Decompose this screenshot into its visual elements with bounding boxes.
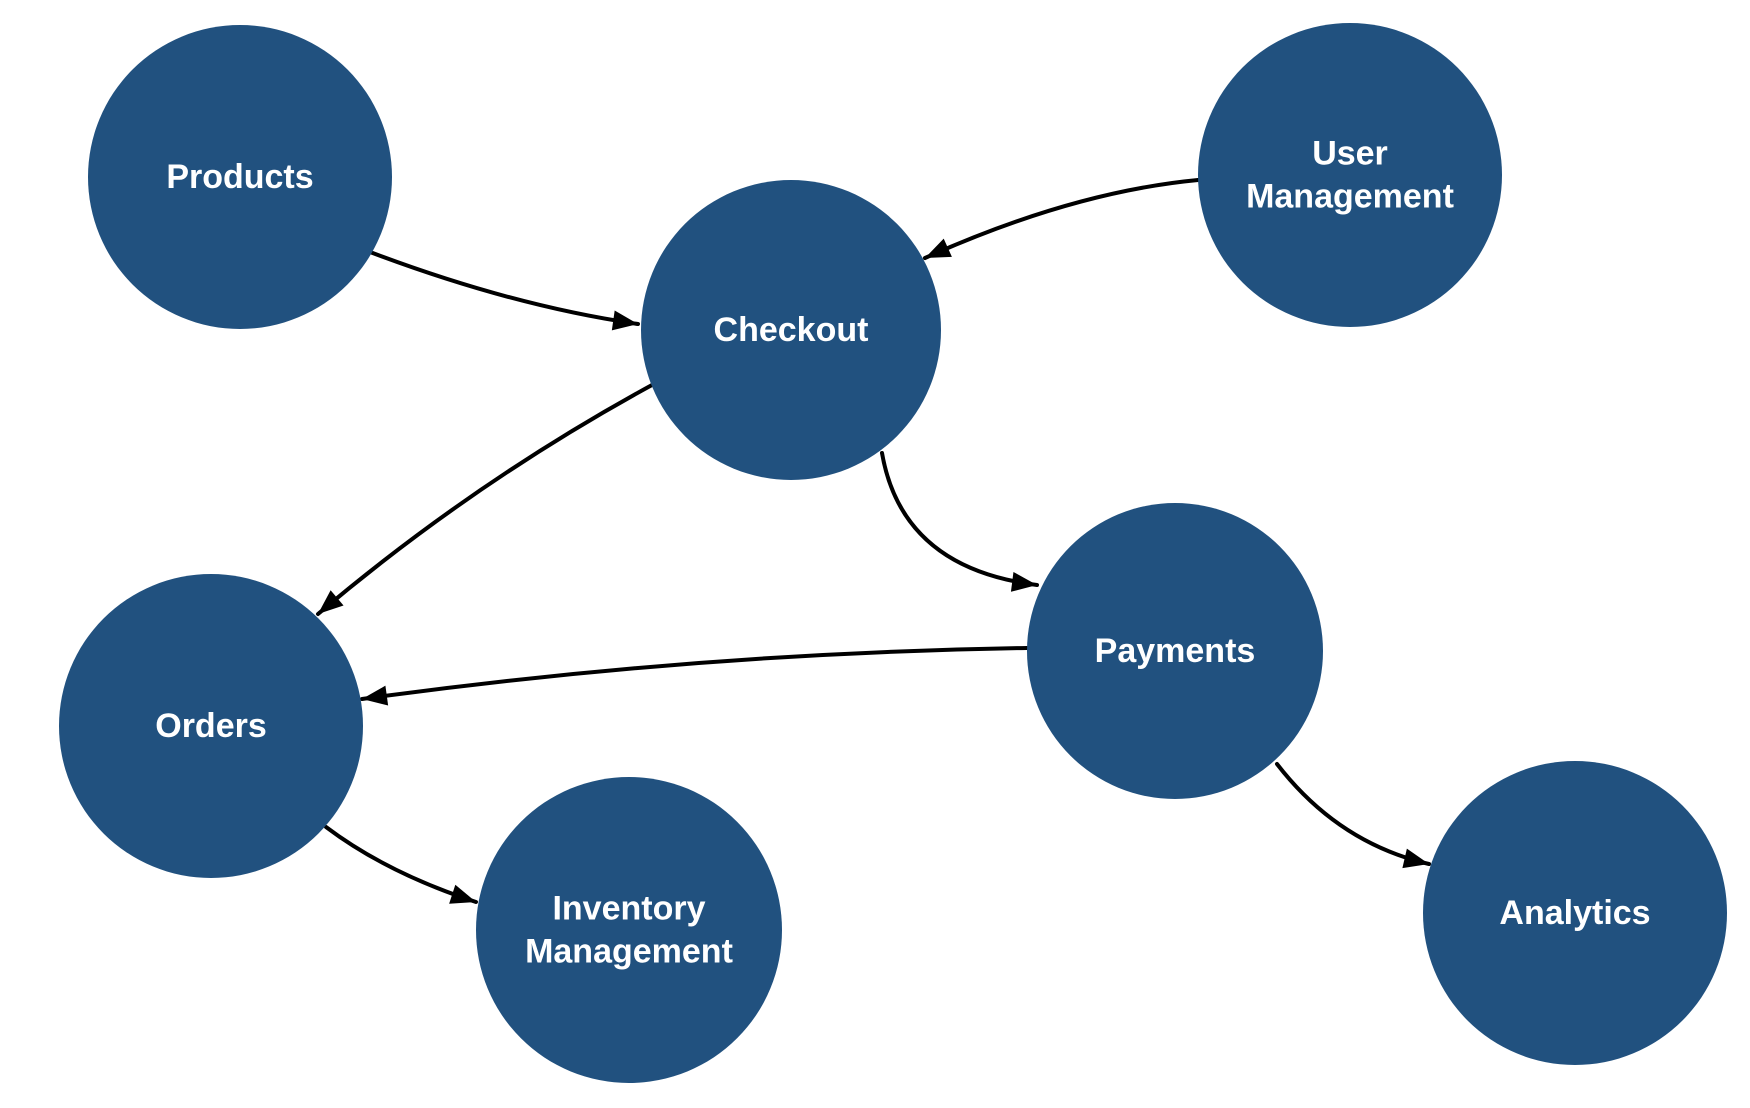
node-inventory-management-circle[interactable] — [476, 777, 782, 1083]
node-orders[interactable]: Orders — [59, 574, 363, 878]
edge-payments-to-orders — [360, 646, 1029, 706]
edge-user-management-to-checkout — [923, 178, 1200, 260]
node-checkout-circle[interactable] — [641, 180, 941, 480]
node-checkout[interactable]: Checkout — [641, 180, 941, 480]
node-products-circle[interactable] — [88, 25, 392, 329]
edge-payments-to-analytics — [1275, 762, 1431, 869]
node-orders-circle[interactable] — [59, 574, 363, 878]
edge-checkout-to-orders — [316, 383, 654, 616]
node-products[interactable]: Products — [88, 25, 392, 329]
node-user-management-circle[interactable] — [1198, 23, 1502, 327]
edge-products-to-checkout — [368, 250, 640, 331]
node-payments[interactable]: Payments — [1027, 503, 1323, 799]
edge-checkout-to-payments — [880, 451, 1039, 592]
edge-orders-to-inventory — [324, 825, 478, 904]
node-analytics-circle[interactable] — [1423, 761, 1727, 1065]
node-analytics[interactable]: Analytics — [1423, 761, 1727, 1065]
node-payments-circle[interactable] — [1027, 503, 1323, 799]
